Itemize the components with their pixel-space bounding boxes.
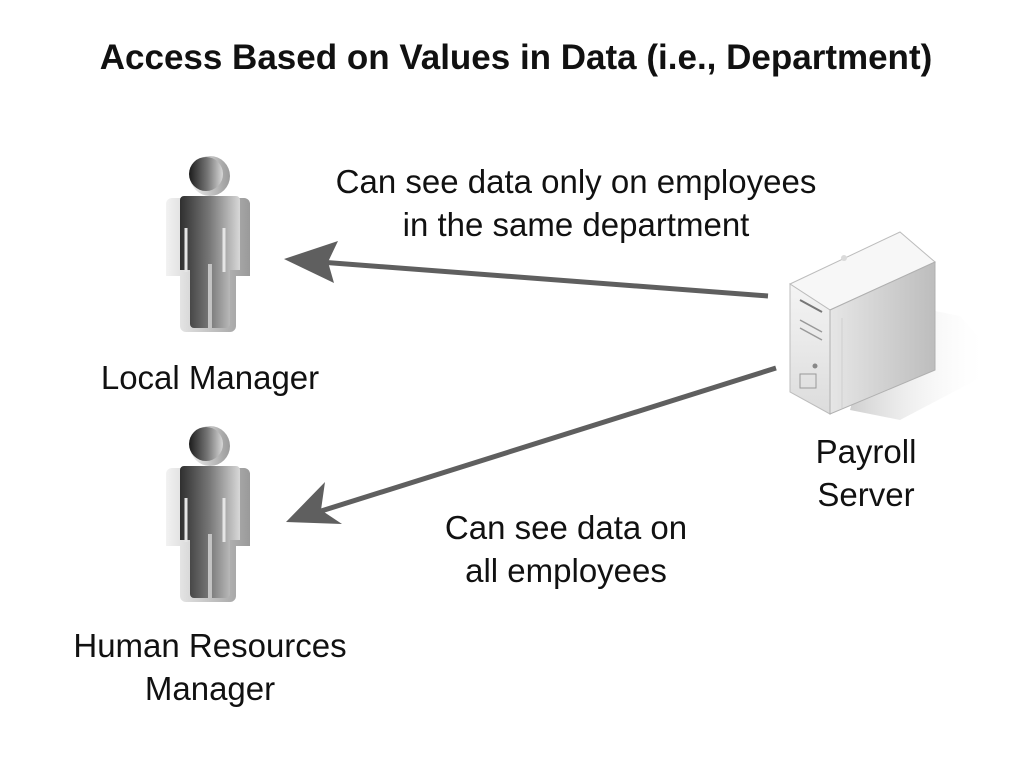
arrow-label-line: all employees <box>465 552 667 589</box>
local-manager-label: Local Manager <box>60 356 360 399</box>
arrow-label-all-access: Can see data on all employees <box>376 506 756 592</box>
arrow-label-line: Can see data on <box>444 509 688 546</box>
payroll-server-icon <box>788 231 990 420</box>
local-manager-person-icon <box>164 154 252 334</box>
arrow-label-line: Can see data only on employees <box>335 163 817 200</box>
server-label-line: Server <box>817 476 915 513</box>
arrow-server-to-local-manager <box>284 241 769 299</box>
payroll-server-label: Payroll Server <box>756 430 976 516</box>
actor-label-line: Local Manager <box>100 359 320 396</box>
actor-label-line: Human Resources <box>73 627 347 664</box>
server-label-line: Payroll <box>815 433 917 470</box>
arrow-label-local-access: Can see data only on employees in the sa… <box>276 160 876 246</box>
hr-manager-label: Human Resources Manager <box>30 624 390 710</box>
hr-manager-person-icon <box>164 424 252 604</box>
actor-label-line: Manager <box>144 670 276 707</box>
arrow-server-to-hr-manager <box>286 365 777 524</box>
arrow-label-line: in the same department <box>402 206 750 243</box>
diagram-title: Access Based on Values in Data (i.e., De… <box>99 38 933 77</box>
